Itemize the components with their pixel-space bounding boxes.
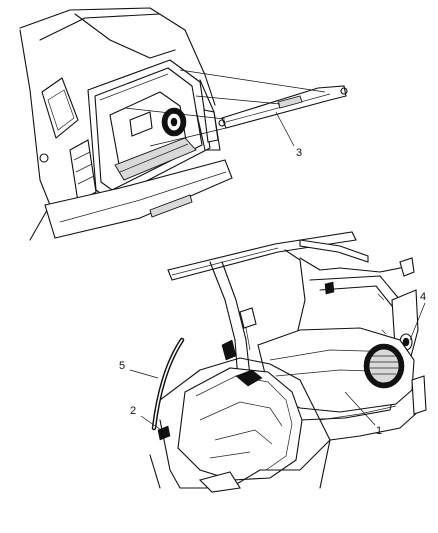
callout-3: 3 xyxy=(275,111,302,159)
callout-4: 4 xyxy=(409,291,426,341)
vehicle-rear-view xyxy=(19,7,233,241)
callout-number-5: 5 xyxy=(119,360,125,372)
callout-2: 2 xyxy=(130,405,165,433)
callout-number-2: 2 xyxy=(130,405,136,417)
callout-number-1: 1 xyxy=(376,425,382,437)
callout-number-3: 3 xyxy=(296,147,302,159)
cargo-cover xyxy=(124,69,348,147)
weatherstrip xyxy=(151,337,185,431)
callout-number-4: 4 xyxy=(420,291,426,303)
callout-1: 1 xyxy=(344,391,382,437)
callout-5: 5 xyxy=(119,360,159,379)
quarter-trim-view xyxy=(149,231,427,493)
